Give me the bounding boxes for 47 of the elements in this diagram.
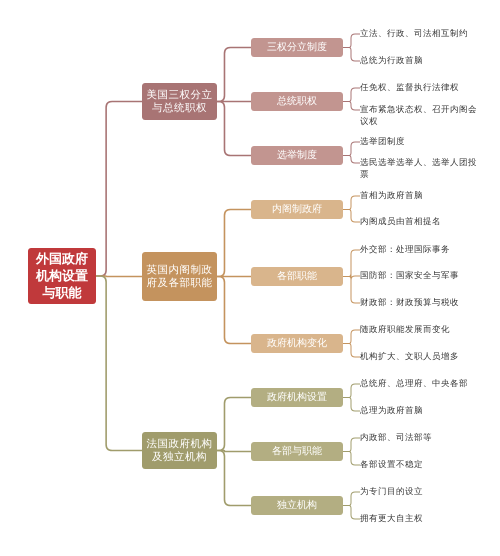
leaf-text: 总理为政府首脑 (360, 405, 480, 417)
brace-connector (342, 343, 360, 358)
subtopic-box: 三权分立制度 (251, 38, 343, 57)
subtopic-box: 各部职能 (251, 267, 343, 286)
subtopic-box: 独立机构 (251, 496, 343, 515)
leaf-text: 选民选举选举人、选举人团投票 (360, 157, 480, 181)
connector-line (217, 276, 251, 344)
leaf-text: 外交部：处理国际事务 (360, 244, 480, 256)
leaf-text: 首相为政府首脑 (360, 190, 480, 202)
connector-line (217, 276, 251, 278)
leaf-text: 各部设置不稳定 (360, 459, 480, 471)
leaf-text: 拥有更大自主权 (360, 513, 480, 525)
brace-connector (342, 47, 360, 62)
leaf-text: 选举团制度 (360, 136, 480, 148)
subtopic-box: 选举制度 (251, 146, 343, 165)
brace-connector (342, 209, 360, 222)
leaf-text: 机构扩大、文职人员增多 (360, 351, 480, 363)
leaf-text: 财政部：财政预算与税收 (360, 297, 480, 309)
leaf-text: 总统府、总理府、中央各部 (360, 378, 480, 390)
connector-line (217, 450, 251, 506)
root-topic-box: 外国政府机构设置与职能 (28, 248, 96, 304)
leaf-text: 立法、行政、司法相互制约 (360, 28, 480, 40)
branch-topic-box: 英国内阁制政府及各部职能 (142, 252, 217, 301)
branch-topic-box: 法国政府机构及独立机构 (142, 432, 217, 469)
subtopic-box: 总统职权 (251, 92, 343, 111)
leaf-text: 宣布紧急状态权、召开内阁会议权 (360, 104, 480, 128)
brace-connector (342, 451, 360, 466)
connector-line (217, 100, 251, 156)
leaf-text: 内阁成员由首相提名 (360, 216, 480, 228)
brace-connector (342, 397, 360, 412)
branch-topic-box: 美国三权分立与总统职权 (142, 83, 217, 120)
leaf-text: 内政部、司法部等 (360, 432, 480, 444)
subtopic-box: 政府机构变化 (251, 334, 343, 353)
subtopic-box: 各部与职能 (251, 442, 343, 461)
leaf-text: 总统为行政首脑 (360, 55, 480, 67)
connector-line (96, 275, 142, 452)
connector-line (217, 450, 251, 452)
subtopic-box: 内阁制政府 (251, 200, 343, 219)
connector-line (217, 100, 251, 102)
leaf-text: 任免权、监督执行法律权 (360, 82, 480, 94)
leaf-text: 为专门目的设立 (360, 486, 480, 498)
brace-connector (342, 505, 360, 520)
leaf-text: 国防部：国家安全与军事 (360, 270, 480, 282)
brace-connector (342, 155, 360, 164)
subtopic-box: 政府机构设置 (251, 388, 343, 407)
brace-connector (342, 101, 360, 110)
leaf-text: 随政府职能发展而变化 (360, 324, 480, 336)
